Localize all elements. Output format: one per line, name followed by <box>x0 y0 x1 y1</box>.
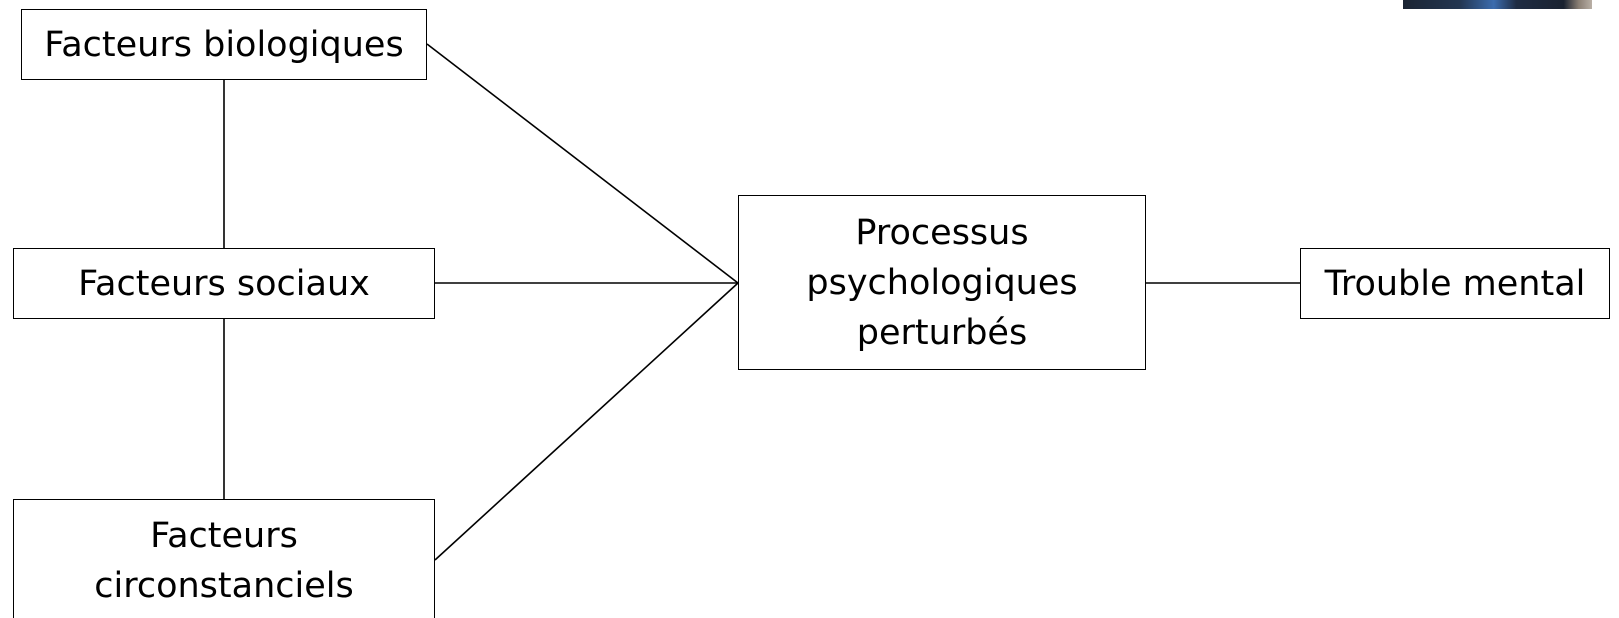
node-label-line-2: circonstanciels <box>94 566 354 606</box>
edge-biologiques-processus <box>426 43 739 284</box>
node-trouble-mental: Trouble mental <box>1300 248 1610 319</box>
edge-circonstanciels-processus <box>434 282 739 561</box>
node-facteurs-sociaux: Facteurs sociaux <box>13 248 435 319</box>
node-label: Facteurs sociaux <box>78 263 370 304</box>
node-facteurs-circonstanciels: Facteurs circonstanciels <box>13 499 435 618</box>
speaker-video-thumbnail <box>1403 0 1592 9</box>
node-processus-psychologiques: Processus psychologiques perturbés <box>738 195 1146 370</box>
node-label-line-1: Facteurs <box>150 516 298 556</box>
node-label-line-3: perturbés <box>856 312 1028 353</box>
node-label-line-2: psychologiques <box>806 262 1078 303</box>
node-facteurs-biologiques: Facteurs biologiques <box>21 9 427 80</box>
node-label: Facteurs biologiques <box>44 24 404 65</box>
node-label: Trouble mental <box>1324 263 1586 304</box>
node-label-line-1: Processus <box>855 212 1029 253</box>
